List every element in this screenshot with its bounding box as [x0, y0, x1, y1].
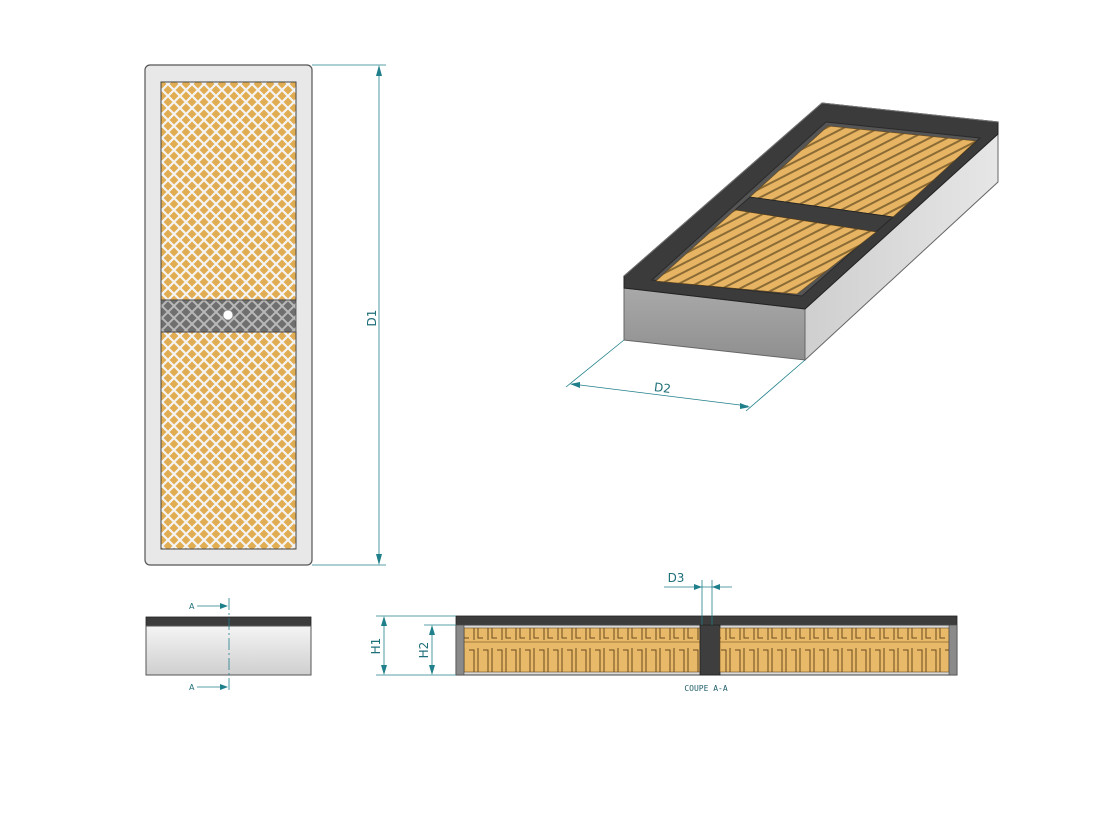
- section-top-frame: [455, 615, 958, 626]
- section-left-wall: [455, 624, 465, 676]
- section-filter-left: [463, 627, 701, 673]
- side-view-top-frame: [145, 616, 312, 627]
- dimension-d2-label: D2: [653, 380, 671, 396]
- section-view: COUPE A-A: [455, 615, 958, 693]
- front-view-mesh-bottom: [160, 331, 297, 550]
- iso-filter-media-lower: [655, 209, 877, 295]
- side-view-body: [145, 625, 312, 676]
- section-mark-bottom: A: [189, 683, 195, 692]
- dimension-h2: H2: [417, 624, 456, 675]
- dimension-d2: D2: [565, 339, 806, 412]
- dimension-d3-label: D3: [668, 571, 685, 585]
- front-view-center-hole: [222, 309, 234, 321]
- dimension-d3: D3: [664, 571, 732, 625]
- section-mark-top: A: [189, 602, 195, 611]
- section-caption: COUPE A-A: [684, 684, 728, 693]
- dimension-d1: D1: [312, 64, 386, 566]
- front-view: [144, 64, 313, 566]
- section-right-wall: [948, 624, 958, 676]
- side-view: A A: [145, 598, 312, 692]
- front-view-mesh-top: [160, 81, 297, 301]
- dimension-d1-label: D1: [365, 310, 379, 327]
- section-filter-right: [719, 627, 950, 673]
- isometric-view: [623, 102, 999, 362]
- dimension-h2-label: H2: [417, 642, 431, 659]
- dimension-h1-label: H1: [369, 638, 383, 655]
- dimension-h1: H1: [369, 615, 456, 676]
- section-center-divider: [699, 624, 721, 676]
